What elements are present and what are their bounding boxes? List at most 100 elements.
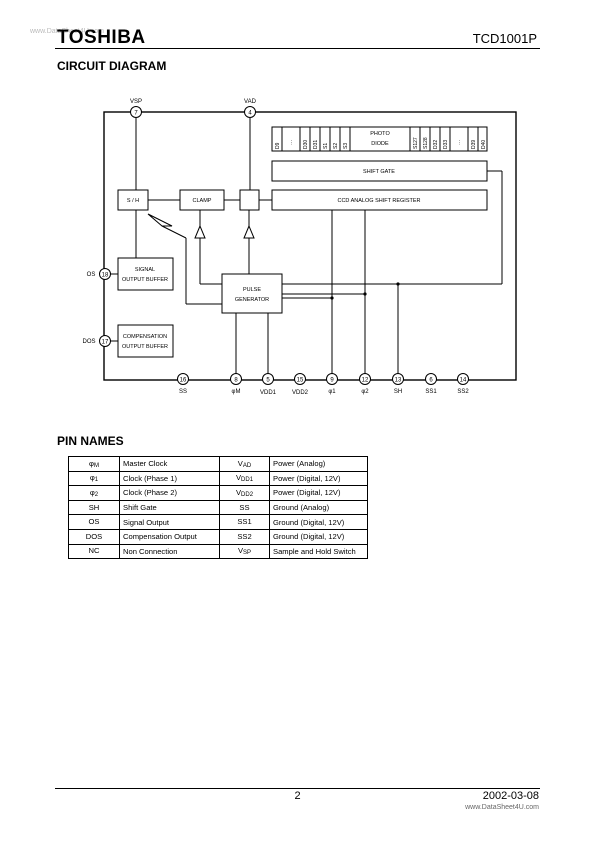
- pin-cell-desc: Clock (Phase 2): [119, 485, 220, 501]
- pin-cell-text: V: [237, 458, 243, 468]
- pin-cell-subscript: 2: [94, 491, 99, 498]
- pin-cell-sym: φ1: [68, 470, 120, 487]
- cell-label: S1: [323, 143, 329, 149]
- cell-label: D9: [275, 142, 281, 149]
- photodiode-label-1: PHOTO: [370, 131, 390, 137]
- shift-gate-label: SHIFT GATE: [363, 169, 395, 175]
- pin-num-phim: 8: [234, 378, 238, 384]
- pin-cell-sym: NC: [68, 543, 120, 560]
- pin-cell-sym2: VSP: [219, 543, 270, 560]
- pin-cell-subscript: M: [93, 462, 99, 469]
- pin-cell-text: Clock (Phase 2): [123, 488, 178, 498]
- pin-num-phi1: 9: [330, 378, 334, 384]
- cell-label: S127: [413, 137, 419, 149]
- pin-cell-subscript: SP: [243, 550, 252, 557]
- pin-num-ss: 16: [180, 378, 187, 384]
- signal-buffer-label-1: SIGNAL: [135, 267, 155, 273]
- pin-cell-desc2: Sample and Hold Switch: [269, 543, 368, 560]
- pin-cell-text: NC: [88, 546, 100, 556]
- pin-cell-desc: Signal Output: [119, 514, 220, 530]
- pin-cell-text: V: [235, 487, 242, 497]
- pin-cell-subscript: DD1: [241, 477, 254, 484]
- pin-cell-desc2: Power (Digital, 12V): [269, 485, 368, 501]
- pin-names-title: PIN NAMES: [57, 434, 124, 448]
- pin-cell-desc2: Ground (Analog): [269, 499, 368, 516]
- pin-cell-sym2: SS: [219, 499, 270, 516]
- page-number: 2: [294, 790, 301, 802]
- pin-num-vdd2: 15: [297, 378, 304, 384]
- pin-cell-text: Compensation Output: [123, 532, 197, 542]
- pin-num-ss2: 14: [460, 378, 467, 384]
- photodiode-label-2: DIODE: [371, 141, 389, 147]
- pin-cell-text: Ground (Digital, 12V): [273, 517, 345, 527]
- pin-cell-desc2: Ground (Digital, 12V): [269, 514, 368, 530]
- pin-cell-desc2: Power (Analog): [269, 456, 368, 472]
- pin-label-os: OS: [87, 272, 96, 278]
- pin-cell-sym2: SS1: [219, 514, 270, 530]
- pin-cell-text: Non Connection: [123, 546, 178, 556]
- pin-cell-text: Power (Analog): [273, 459, 326, 469]
- aux-block: [239, 189, 260, 211]
- cell-label: D30: [303, 140, 309, 149]
- pin-cell-text: OS: [88, 517, 100, 527]
- pin-num-os: 18: [102, 273, 109, 279]
- pin-cell-text: Power (Digital, 12V): [273, 488, 341, 498]
- pin-label-vdd1: VDD1: [260, 390, 277, 396]
- pin-cell-text: Signal Output: [123, 517, 170, 527]
- cell-label: D31: [313, 140, 319, 149]
- pin-cell-desc: Shift Gate: [119, 499, 220, 516]
- pin-cell-text: SH: [88, 502, 100, 512]
- clamp-label: CLAMP: [193, 198, 212, 204]
- pin-cell-text: SS: [239, 502, 250, 512]
- ccd-register-label: CCD ANALOG SHIFT REGISTER: [337, 198, 420, 204]
- pin-cell-sym: φM: [68, 456, 120, 472]
- pin-row: SH Shift Gate SS Ground (Analog): [68, 499, 368, 516]
- pin-num-sh: 13: [395, 378, 402, 384]
- circuit-diagram-title: CIRCUIT DIAGRAM: [57, 59, 167, 73]
- pin-label-vdd2: VDD2: [292, 390, 309, 396]
- cell-label: ···: [289, 140, 295, 145]
- cell-label: S2: [333, 143, 339, 149]
- pin-cell-sym: φ2: [68, 485, 120, 501]
- header-rule: [55, 48, 540, 49]
- package-outline: [103, 111, 517, 381]
- comp-output-buffer-block: [117, 324, 174, 358]
- pin-label-ss: SS: [179, 389, 187, 395]
- cell-label: D39: [471, 140, 477, 149]
- pulse-gen-label-1: PULSE: [243, 287, 261, 293]
- pin-cell-desc: Clock (Phase 1): [119, 470, 220, 487]
- pin-cell-text: Ground (Analog): [273, 503, 330, 513]
- pin-label-phi2: φ2: [361, 389, 369, 395]
- pin-cell-text: V: [235, 473, 242, 483]
- pin-cell-desc: Non Connection: [119, 543, 220, 560]
- pin-cell-subscript: AD: [242, 462, 252, 469]
- cell-label: ···: [457, 140, 463, 145]
- watermark-top: www.DataSheet4U.com: [30, 28, 104, 35]
- pin-cell-sym: SH: [68, 499, 120, 516]
- pin-cell-text: φ: [89, 473, 95, 483]
- pin-cell-text: V: [237, 546, 244, 556]
- pin-cell-text: Shift Gate: [123, 503, 157, 513]
- pin-cell-text: Master Clock: [123, 459, 168, 469]
- cell-label: S128: [423, 137, 429, 149]
- part-number: TCD1001P: [472, 31, 537, 46]
- pin-cell-sym2: SS2: [219, 528, 270, 545]
- footer-rule: [55, 788, 540, 789]
- pin-cell-text: Ground (Digital, 12V): [273, 532, 345, 542]
- pin-label-vad: VAD: [244, 99, 257, 105]
- photodiode-array: [271, 126, 488, 152]
- pin-label-phim: φM: [232, 389, 241, 395]
- signal-output-buffer-block: [117, 257, 174, 291]
- pin-cell-subscript: 1: [94, 477, 99, 484]
- pin-cell-text: SS2: [237, 531, 252, 541]
- pin-label-phi1: φ1: [328, 389, 336, 395]
- pin-label-vsp: VSP: [130, 99, 142, 105]
- pin-label-sh: SH: [394, 389, 402, 395]
- pulse-gen-label-2: GENERATOR: [235, 297, 269, 303]
- comp-buffer-label-1: COMPENSATION: [123, 334, 167, 340]
- pin-cell-desc2: Power (Digital, 12V): [269, 470, 368, 487]
